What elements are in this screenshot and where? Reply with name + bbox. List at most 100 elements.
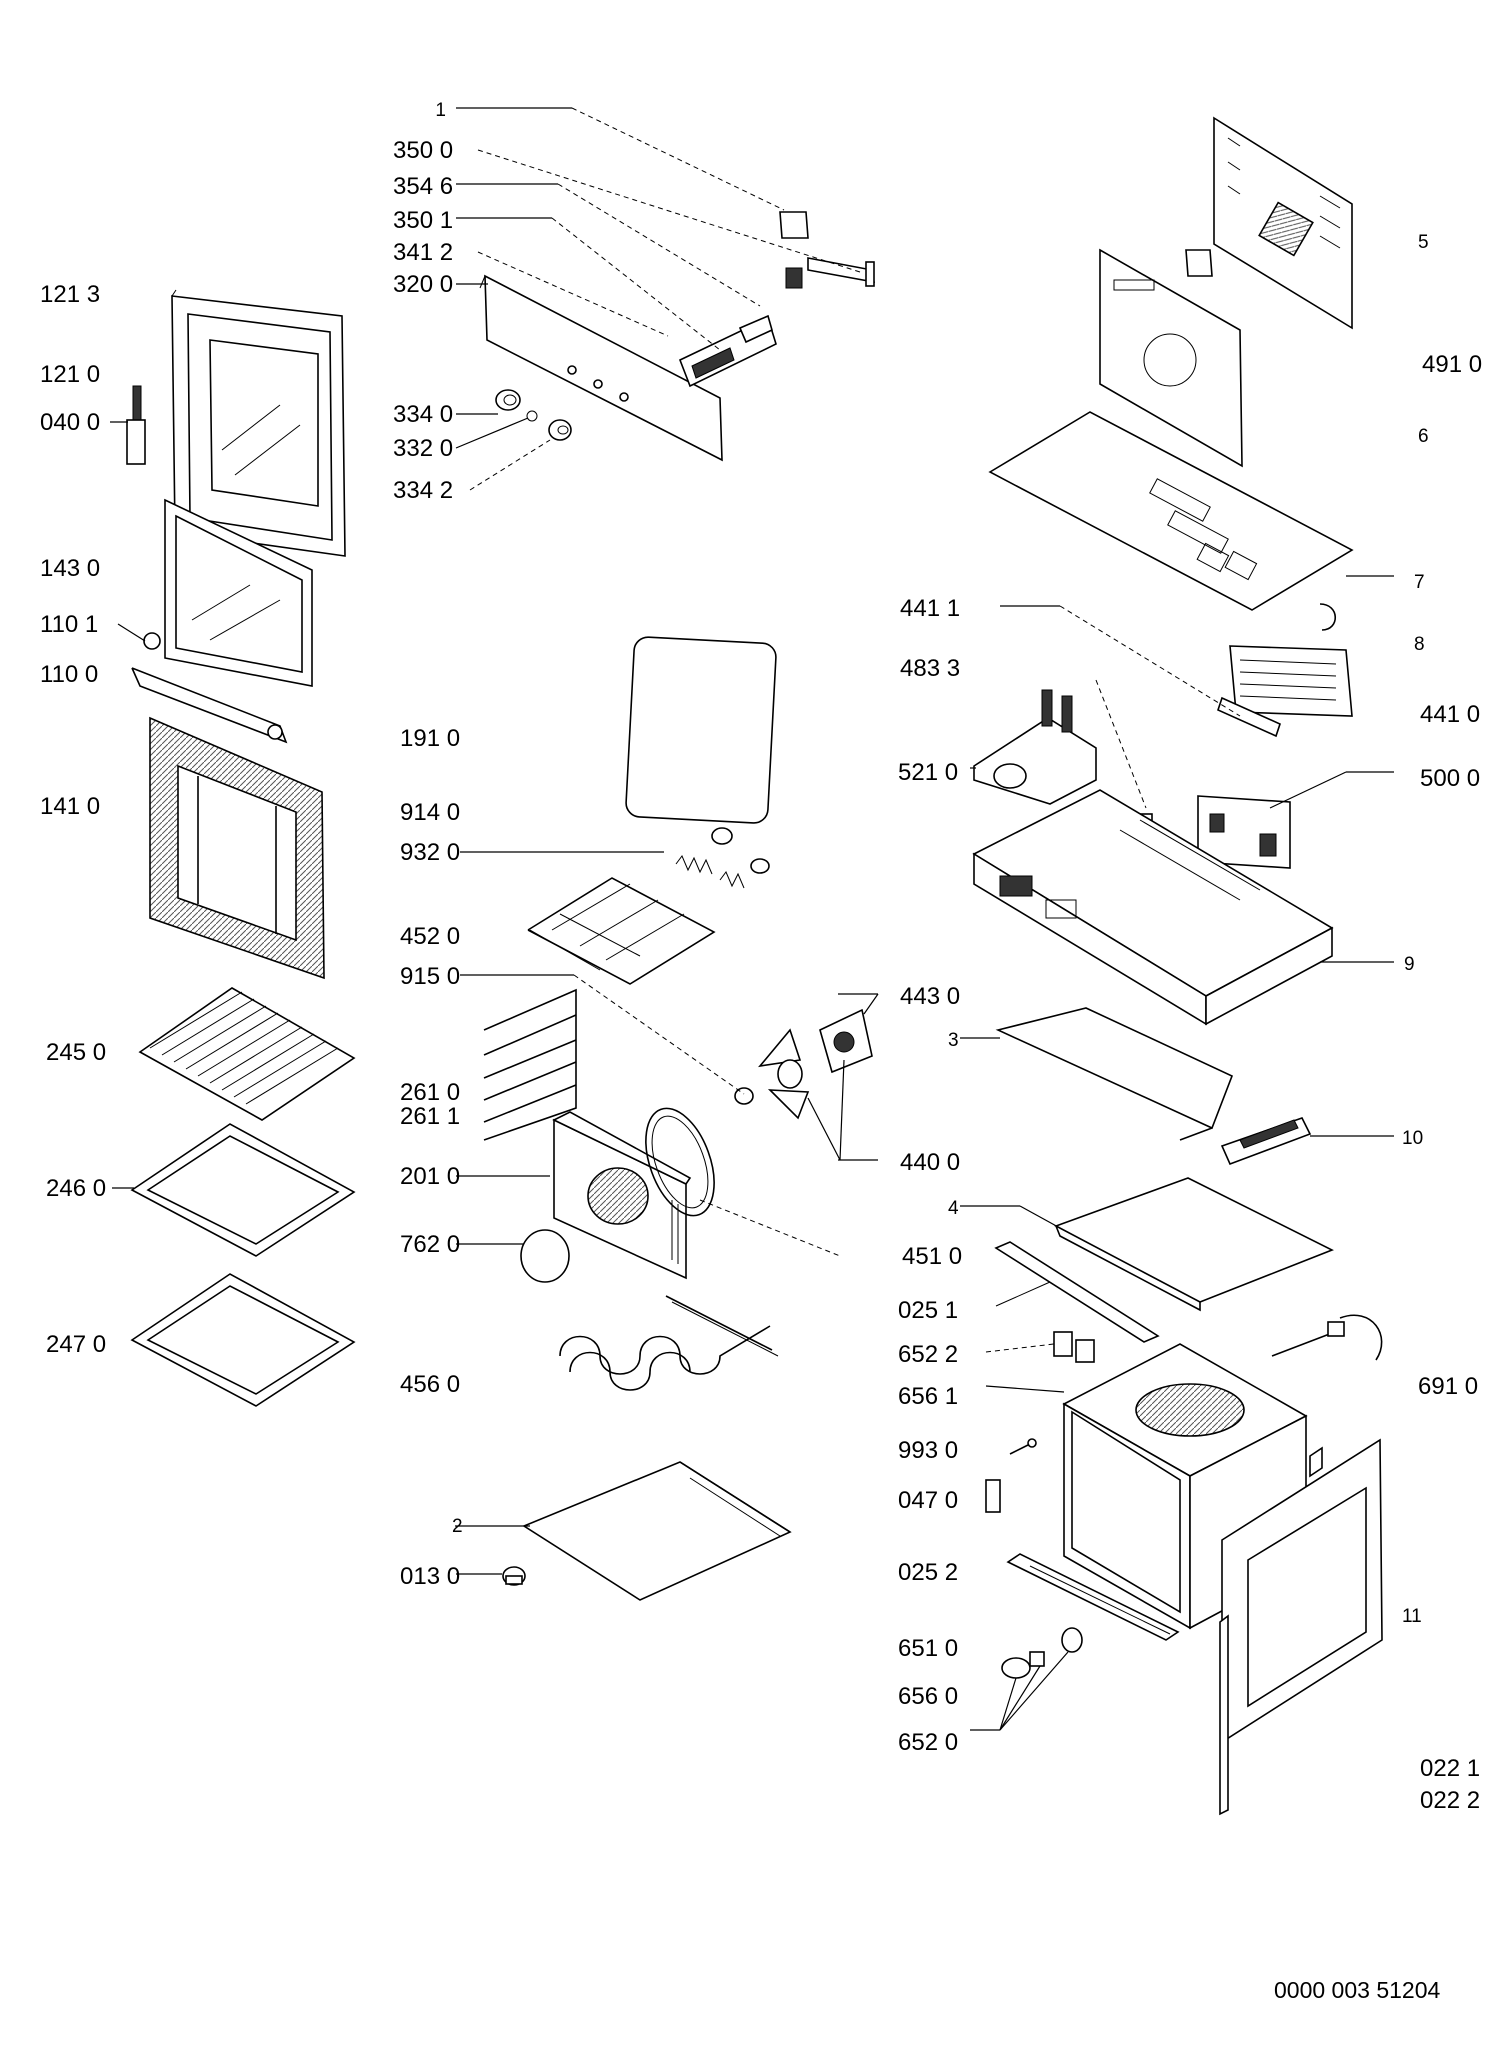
label-441-0: 441 0 [1420,701,1480,728]
clock-display [785,267,803,289]
label-354-6: 354 6 [393,173,453,200]
programmer-module [678,314,777,388]
label-025-1: 025 1 [898,1297,958,1324]
label-141-0: 141 0 [40,793,100,820]
label-332-0: 332 0 [393,435,453,462]
label-521-0: 521 0 [898,759,958,786]
label-246-0: 246 0 [46,1175,106,1202]
control-housing-9 [972,789,1334,1026]
spring-932 [675,855,770,889]
label-1: 1 [435,100,446,121]
side-rail-025-1 [994,1241,1160,1343]
label-040-0: 040 0 [40,409,100,436]
wire-shelf [138,987,356,1121]
knob-spring-332-0 [526,410,538,422]
label-915-0: 915 0 [400,963,460,990]
label-8: 8 [1414,634,1425,655]
door-hinge-bar [126,385,146,465]
label-10: 10 [1402,1128,1423,1149]
front-rail-025-2 [1006,1553,1180,1641]
label-110-1: 110 1 [40,611,98,638]
label-191-0: 191 0 [400,725,460,752]
document-number: 0000 003 51204 [1274,1977,1440,2003]
lamp-cover-914 [711,827,733,845]
label-914-0: 914 0 [400,799,460,826]
label-691-0: 691 0 [1418,1373,1478,1400]
rotary-knob-334-0 [495,389,521,411]
label-9: 9 [1404,954,1415,975]
label-121-0: 121 0 [40,361,100,388]
label-320-0: 320 0 [393,271,453,298]
label-4: 4 [948,1198,959,1219]
label-5: 5 [1418,232,1429,253]
lamp-holder-652-2 [1053,1331,1095,1363]
label-047-0: 047 0 [898,1487,958,1514]
lamp-651 [1001,1627,1083,1679]
screw-993 [1009,1438,1037,1455]
side-wall-panel-022 [1219,1438,1383,1816]
rear-bracket-6 [1099,248,1243,468]
thermostat-500 [1197,795,1291,869]
label-11: 11 [1402,1606,1422,1627]
glass-support-bar [131,667,288,744]
fan-nut-915 [734,1087,754,1105]
label-651-0: 651 0 [898,1635,958,1662]
label-334-0: 334 0 [393,401,453,428]
label-350-0: 350 0 [393,137,453,164]
label-3: 3 [948,1030,959,1051]
label-652-2: 652 2 [898,1341,958,1368]
label-013-0: 013 0 [400,1563,460,1590]
label-2: 2 [452,1516,463,1537]
label-334-2: 334 2 [393,477,453,504]
label-652-0: 652 0 [898,1729,958,1756]
label-341-2: 341 2 [393,239,453,266]
label-500-0: 500 0 [1420,765,1480,792]
rear-panel-491 [1213,116,1353,330]
glass-clip-110-1 [143,632,161,650]
clip-8 [1319,603,1337,631]
side-rack-261 [483,988,577,1141]
terminal-block-521 [973,689,1097,805]
oven-door-seal [625,636,777,824]
insulation-panel-4 [1054,1177,1334,1312]
label-7: 7 [1414,572,1425,593]
baking-tray-247 [130,1273,356,1407]
rack-guide-452 [527,877,716,985]
hinge-047 [985,1479,1001,1513]
circular-element-451 [645,1107,715,1217]
label-456-0: 456 0 [400,1371,460,1398]
label-656-0: 656 0 [898,1683,958,1710]
leader-lines [110,107,1394,1731]
door-outer-frame [171,289,346,557]
part-labels: 1 350 0 354 6 350 1 341 2 320 0 334 0 33… [40,100,1482,1814]
label-025-2: 025 2 [898,1559,958,1586]
control-panel-trim [479,274,723,462]
door-inner-glass [164,498,313,687]
label-261-0: 261 0 [400,1079,460,1106]
label-022-1: 022 1 [1420,1755,1480,1782]
label-121-3: 121 3 [40,281,100,308]
door-front-panel [149,716,325,980]
label-245-0: 245 0 [46,1039,106,1066]
divider-panel-3 [995,1007,1234,1141]
fan-motor-443 [758,1008,873,1120]
label-932-0: 932 0 [400,839,460,866]
label-443-0: 443 0 [900,983,960,1010]
fan-bracket-441-1 [1217,696,1281,738]
label-762-0: 762 0 [400,1231,460,1258]
knob-cap-334-2 [548,419,572,441]
label-656-1: 656 1 [898,1383,958,1410]
baking-tray-246 [130,1123,356,1257]
cooling-fan-441 [1229,645,1353,717]
label-491-0: 491 0 [1422,351,1482,378]
label-483-3: 483 3 [900,655,960,682]
grill-element-456 [559,1295,779,1391]
probe-691 [1271,1314,1383,1361]
fan-cover-201 [552,1111,692,1280]
label-247-0: 247 0 [46,1331,106,1358]
label-143-0: 143 0 [40,555,100,582]
bracket-10 [1220,1117,1312,1166]
label-201-0: 201 0 [400,1163,460,1190]
top-cover-7 [988,411,1354,611]
